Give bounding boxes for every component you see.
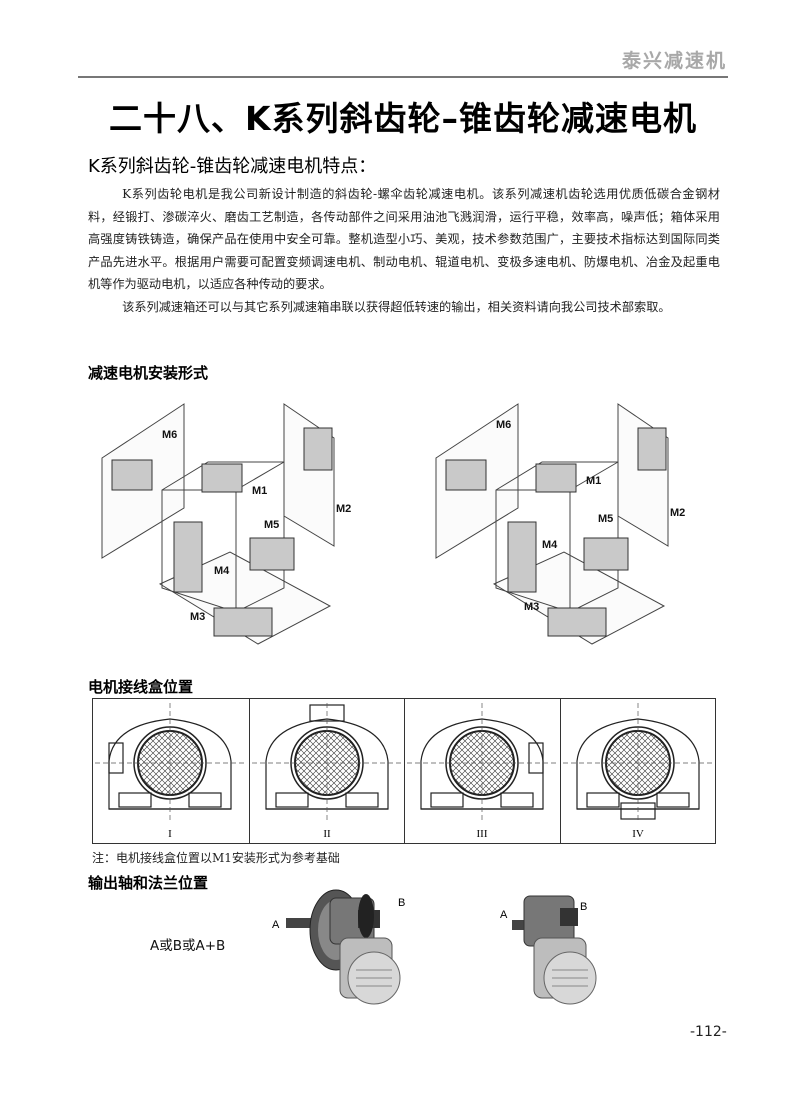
label-m3-right: M3 [524, 601, 539, 613]
motor-front-view-3: III [407, 703, 558, 840]
position-label-3: III [477, 828, 488, 840]
position-label-2: II [323, 828, 331, 840]
label-m5-left: M5 [264, 519, 279, 531]
output-shaft-illustration-2: A B [500, 895, 597, 1005]
terminal-position-4: IV [559, 699, 717, 843]
motor-front-view-2: II [251, 703, 403, 840]
terminal-box-heading: 电机接线盒位置 [88, 678, 194, 696]
features-paragraph-2: 该系列减速箱还可以与其它系列减速箱串联以获得超低转速的输出，相关资料请向我公司技… [122, 299, 671, 314]
terminal-box-note: 注：电机接线盒位置以M1安装形式为参考基础 [92, 851, 340, 865]
terminal-position-1: I [93, 699, 249, 843]
mounting-heading: 减速电机安装形式 [88, 364, 209, 382]
mounting-diagram-right: M6 M1 M2 M5 M4 M3 [435, 403, 685, 645]
position-label-1: I [168, 828, 172, 840]
label-a-1: A [272, 919, 280, 931]
features-text: K系列齿轮电机是我公司新设计制造的斜齿轮-螺伞齿轮减速电机。该系列减速机齿轮选用… [88, 183, 720, 318]
terminal-position-3: III [404, 699, 561, 843]
label-m4-left: M4 [214, 565, 230, 577]
label-b-1: B [398, 897, 405, 909]
motor-front-view-4: IV [562, 703, 714, 840]
label-m2-left: M2 [336, 503, 351, 515]
label-m4-right: M4 [542, 539, 558, 551]
features-heading: K系列斜齿轮-锥齿轮减速电机特点： [88, 156, 377, 177]
features-paragraph-1: K系列齿轮电机是我公司新设计制造的斜齿轮-螺伞齿轮减速电机。该系列减速机齿轮选用… [88, 187, 720, 291]
label-m2-right: M2 [670, 507, 685, 519]
output-shaft-illustration-1: A B [272, 889, 405, 1005]
brand-header: 泰兴减速机 [621, 50, 727, 72]
terminal-position-2: II [248, 699, 406, 843]
label-m5-right: M5 [598, 513, 613, 525]
motor-front-view-1: I [95, 703, 246, 840]
terminal-box-panel: I II [92, 698, 716, 844]
label-m1-right: M1 [586, 475, 601, 487]
mounting-diagram-left: M6 M1 M2 M5 M4 M3 [101, 403, 351, 645]
label-m6-left: M6 [162, 429, 177, 441]
output-combination-label: A或B或A+B [150, 938, 226, 954]
label-m3-left: M3 [190, 611, 205, 623]
label-m1-left: M1 [252, 485, 267, 497]
page-number: -112- [690, 1024, 727, 1040]
position-label-4: IV [632, 828, 644, 840]
page-title: 二十八、K系列斜齿轮–锥齿轮减速电机 [108, 99, 698, 138]
output-heading: 输出轴和法兰位置 [88, 874, 209, 892]
header-rule [78, 76, 728, 78]
label-m6-right: M6 [496, 419, 511, 431]
label-a-2: A [500, 909, 508, 921]
label-b-2: B [580, 901, 587, 913]
